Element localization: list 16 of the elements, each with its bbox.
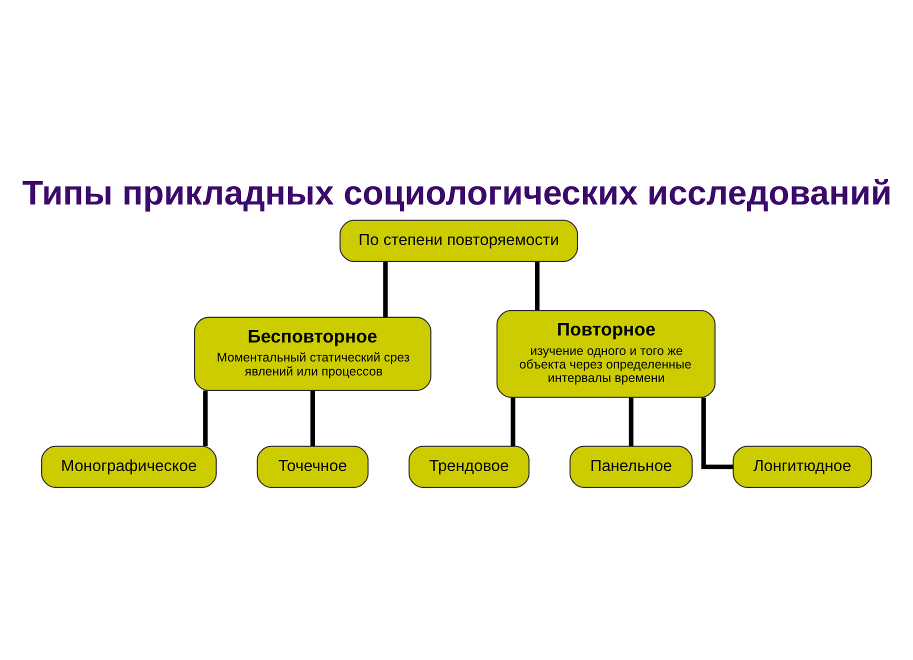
connector: [534, 261, 540, 310]
node-box: Трендовое: [408, 445, 530, 488]
node-box: Панельное: [570, 445, 693, 488]
node-box: Бесповторное Моментальный статический срез явлений или процессов: [194, 316, 432, 390]
connector: [510, 397, 516, 446]
diagram-title: Типы прикладных социологических исследований: [22, 174, 892, 212]
node-box: По степени повторяемости: [340, 219, 578, 262]
node-box: Монографическое: [41, 445, 217, 488]
connector: [701, 397, 734, 469]
connector: [203, 390, 208, 446]
connector: [383, 261, 388, 317]
node-box: Повторное изучение одного и того же объекта через определенные интервалы времени: [496, 309, 716, 398]
connector: [628, 397, 634, 446]
node-box: Точечное: [256, 445, 369, 488]
connector: [310, 390, 315, 446]
node-box: Лонгитюдное: [732, 445, 872, 488]
